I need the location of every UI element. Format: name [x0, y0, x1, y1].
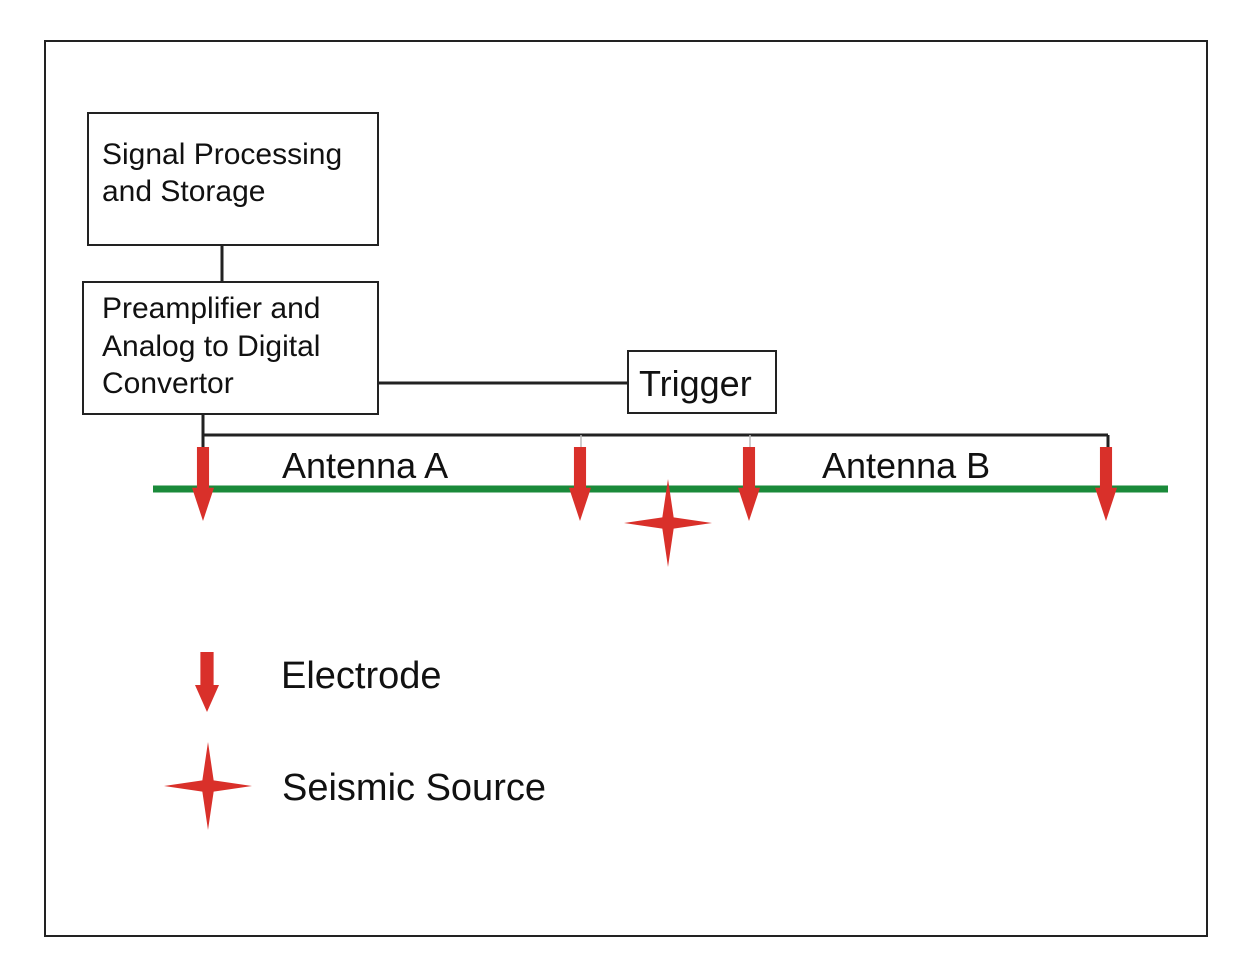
legend-seismic-source-icon [164, 742, 252, 830]
electrode-icon [192, 447, 214, 521]
signal-processing-box-frame [87, 112, 379, 246]
signal-processing-label-line1: Signal Processing [102, 138, 342, 171]
trigger-label: Trigger [639, 363, 752, 404]
trigger-box: Trigger [627, 350, 777, 414]
seismic-source-icon [624, 479, 712, 567]
legend-seismic-source-label: Seismic Source [282, 767, 546, 809]
preamplifier-label-line3: Convertor [102, 367, 234, 400]
electrode-icon [1095, 447, 1117, 521]
signal-processing-box: Signal Processing and Storage [87, 112, 379, 246]
preamplifier-box-frame [82, 281, 379, 415]
legend-electrode-label: Electrode [281, 655, 442, 697]
antenna-b-label: Antenna B [822, 445, 990, 486]
preamplifier-label-line1: Preamplifier and [102, 292, 320, 325]
signal-processing-label-line2: and Storage [102, 175, 265, 208]
trigger-box-frame [627, 350, 777, 414]
preamplifier-label-line2: Analog to Digital [102, 330, 320, 363]
legend-electrode-icon [195, 652, 219, 712]
antenna-a-label: Antenna A [282, 445, 448, 486]
preamplifier-box: Preamplifier and Analog to Digital Conve… [82, 281, 379, 415]
electrode-icon [738, 447, 760, 521]
electrode-icon [569, 447, 591, 521]
legend: Electrode Seismic Source [164, 652, 546, 830]
